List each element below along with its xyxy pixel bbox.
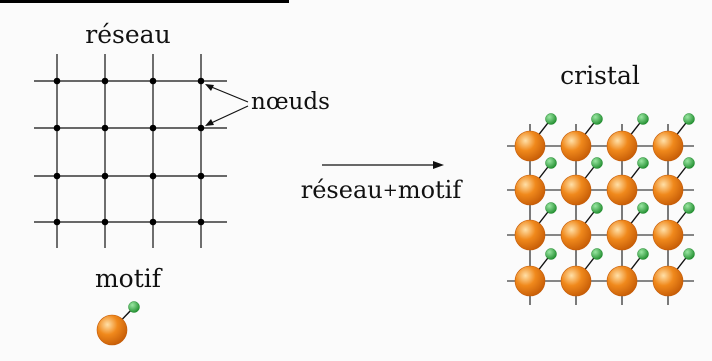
arrow-label-motif: motif	[398, 176, 464, 204]
nodes-arrowhead-top	[205, 84, 214, 91]
small-atom	[545, 248, 557, 260]
small-atom	[591, 157, 603, 169]
lattice-grid	[34, 54, 227, 248]
arrow-label: réseau+motif	[301, 176, 464, 204]
lattice-node	[149, 172, 157, 180]
nodes-pointer-top	[208, 85, 249, 103]
lattice-node	[149, 218, 157, 226]
large-atom	[560, 219, 592, 251]
large-atom	[514, 174, 546, 206]
lattice-node	[101, 77, 109, 85]
large-atom	[560, 265, 592, 297]
small-atom	[591, 113, 603, 125]
crystal-label: cristal	[560, 61, 640, 90]
nodes-callout: nœuds	[205, 84, 330, 126]
lattice-node	[149, 77, 157, 85]
lattice-node	[197, 124, 205, 132]
lattice-node	[53, 218, 61, 226]
large-atom	[652, 130, 684, 162]
arrow-head	[433, 161, 444, 169]
small-atom	[683, 157, 695, 169]
large-atom	[560, 130, 592, 162]
nodes-pointer-bottom	[208, 105, 249, 125]
transformation-arrow: réseau+motif	[301, 161, 464, 204]
large-atom	[606, 130, 638, 162]
lattice-node	[197, 218, 205, 226]
arrow-label-plus: +	[383, 180, 398, 201]
small-atom	[128, 301, 140, 313]
lattice-node	[197, 77, 205, 85]
large-atom	[606, 174, 638, 206]
large-atom	[606, 265, 638, 297]
motif-label: motif	[95, 264, 163, 293]
small-atom	[591, 202, 603, 214]
lattice-node	[149, 124, 157, 132]
lattice-node	[101, 172, 109, 180]
crystal-structure	[507, 113, 695, 305]
motif-molecule	[96, 301, 140, 346]
small-atom	[545, 157, 557, 169]
small-atom	[545, 113, 557, 125]
small-atom	[637, 157, 649, 169]
small-atom	[637, 202, 649, 214]
small-atom	[683, 202, 695, 214]
small-atom	[637, 248, 649, 260]
small-atom	[637, 113, 649, 125]
large-atom	[652, 219, 684, 251]
large-atom	[652, 265, 684, 297]
large-atom	[514, 219, 546, 251]
lattice-node	[53, 77, 61, 85]
large-atom	[652, 174, 684, 206]
large-atom	[606, 219, 638, 251]
lattice-node	[197, 172, 205, 180]
nodes-arrowhead-bottom	[205, 119, 214, 126]
nodes-label: nœuds	[251, 89, 330, 115]
small-atom	[683, 248, 695, 260]
lattice-label: réseau	[85, 20, 170, 49]
lattice-node	[53, 124, 61, 132]
large-atom	[514, 265, 546, 297]
large-atom	[560, 174, 592, 206]
small-atom	[591, 248, 603, 260]
small-atom	[545, 202, 557, 214]
arrow-label-lattice: réseau	[301, 176, 383, 204]
large-atom	[514, 130, 546, 162]
small-atom	[683, 113, 695, 125]
lattice-node	[101, 124, 109, 132]
lattice-node	[101, 218, 109, 226]
large-atom	[96, 314, 128, 346]
lattice-node	[53, 172, 61, 180]
